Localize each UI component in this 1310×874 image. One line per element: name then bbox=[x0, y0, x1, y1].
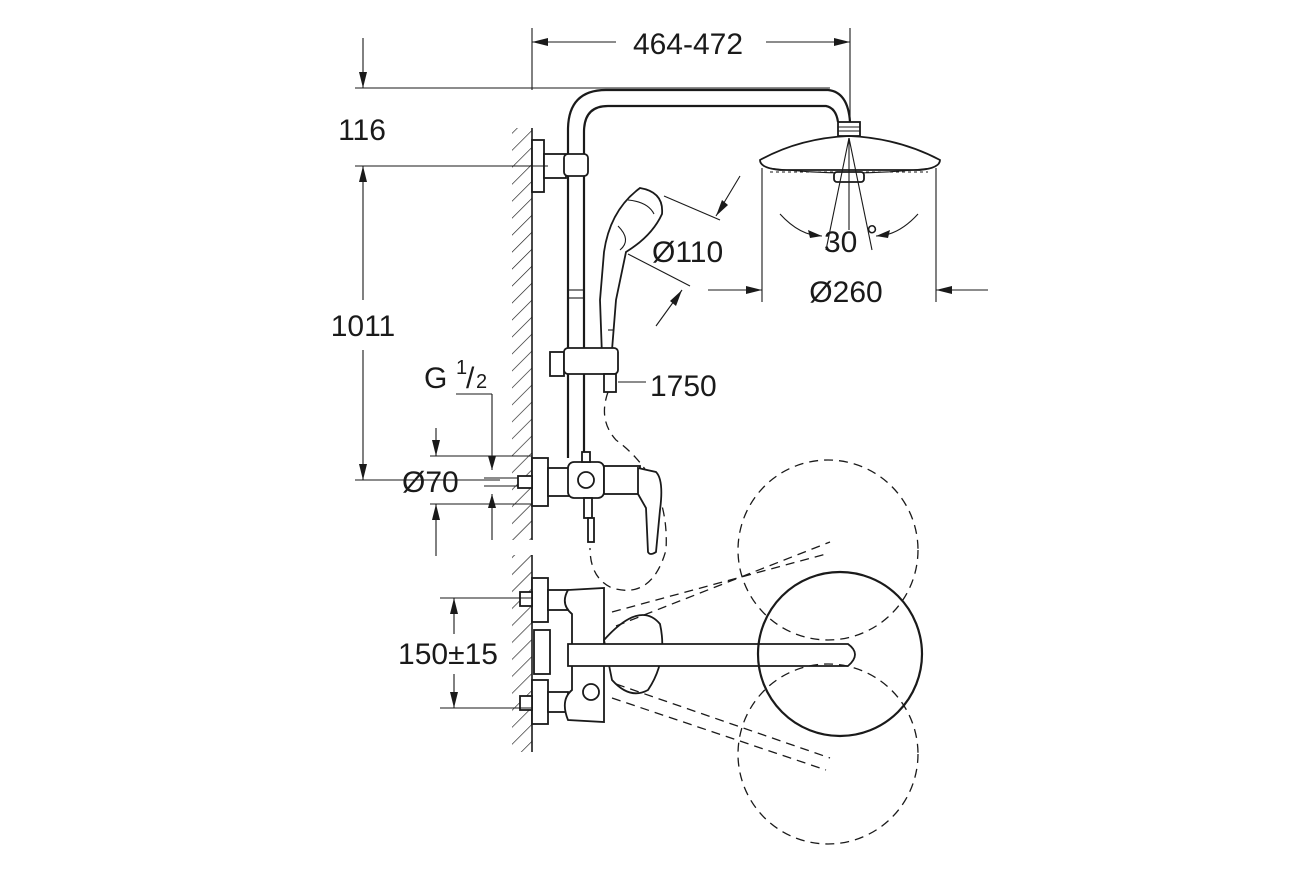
dim-escutcheon: Ø70 bbox=[402, 466, 459, 499]
dim-tilt-angle: 30 bbox=[824, 226, 857, 259]
dim-hand-shower: Ø110 bbox=[652, 236, 723, 269]
dimension-lines bbox=[355, 28, 988, 709]
dim-thread-denominator: 2 bbox=[476, 371, 487, 393]
dim-height: 1011 bbox=[331, 310, 396, 343]
dim-top-offset: 116 bbox=[338, 114, 386, 147]
dim-hose-length: 1750 bbox=[650, 370, 717, 403]
dim-thread-numerator: 1 bbox=[456, 357, 467, 379]
dim-center-distance: 150±15 bbox=[398, 638, 498, 671]
dim-degree-sign: ° bbox=[866, 220, 878, 253]
dim-thread-size: G bbox=[424, 362, 447, 395]
head-shower bbox=[759, 121, 941, 183]
shower-riser bbox=[531, 88, 852, 458]
dim-thread-slash: / bbox=[466, 362, 475, 395]
wall-top-view bbox=[512, 555, 533, 752]
mixer-top-view bbox=[519, 459, 924, 845]
mixer-front-view bbox=[484, 451, 663, 555]
hand-shower bbox=[549, 187, 667, 591]
dim-arm-reach: 464-472 bbox=[633, 28, 743, 61]
dim-head-shower: Ø260 bbox=[809, 276, 882, 309]
